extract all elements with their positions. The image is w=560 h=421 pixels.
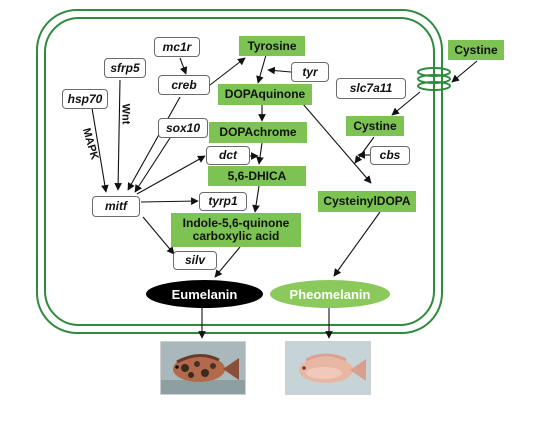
icca-line-2: carboxylic acid (192, 229, 280, 243)
metabolite-tyrosine: Tyrosine (239, 36, 305, 56)
arrow-mitf-dct (136, 155, 206, 195)
eumelanin-ellipse: Eumelanin (146, 280, 263, 308)
metabolite-cystine-intracellular: Cystine (346, 116, 404, 136)
icca-line-1: Indole-5,6-quinone (182, 216, 290, 230)
pink-fish-photo (285, 341, 371, 395)
arrow-mitf-silv (142, 216, 175, 255)
cell-membrane-outer (36, 9, 443, 334)
gene-mitf: mitf (92, 196, 140, 217)
pink-fish-icon (286, 342, 370, 394)
gene-creb: creb (158, 75, 210, 95)
gene-dct: dct (206, 146, 250, 165)
arrow-sox10-mitf (134, 137, 171, 193)
label-wnt: Wnt (119, 103, 132, 125)
arrow-dopaquinone-cysteinyldopa (302, 103, 372, 184)
transporter-coil (417, 67, 451, 91)
arrow-dhica-icca (252, 185, 260, 213)
gene-silv: silv (173, 251, 217, 270)
gene-slc7a11: slc7a11 (336, 78, 406, 99)
arrow-tyr-reaction (267, 66, 292, 75)
dark-fish-icon (161, 342, 245, 394)
arrow-mc1r-creb (179, 57, 188, 75)
pheomelanin-ellipse: Pheomelanin (270, 280, 390, 308)
metabolite-cystine-extracellular: Cystine (448, 40, 504, 60)
gene-mc1r: mc1r (154, 37, 200, 57)
gene-sox10: sox10 (158, 118, 208, 138)
gene-tyrp1: tyrp1 (199, 192, 247, 211)
dark-spotted-fish-photo (160, 341, 246, 395)
metabolite-dopachrome: DOPAchrome (209, 122, 307, 143)
arrow-creb-tyrosine (209, 57, 246, 86)
metabolite-dopaquinone: DOPAquinone (218, 84, 312, 105)
arrow-slc7a11-cystine (391, 91, 421, 116)
arrow-cystine-out-in (451, 60, 478, 83)
arrow-icca-eumelanin (214, 246, 241, 278)
arrow-sfrp5-mitf (114, 79, 122, 191)
arrow-dopachrome-dhica (256, 142, 264, 165)
gene-cbs: cbs (370, 146, 410, 165)
arrow-mitf-tyrp1 (140, 197, 199, 205)
cell-membrane-inner (44, 17, 435, 326)
arrow-hsp70-mitf (91, 107, 109, 193)
arrow-tyrosine-dopaquinone (256, 54, 267, 84)
gene-tyr: tyr (291, 62, 329, 82)
metabolite-dhica: 5,6-DHICA (208, 166, 306, 186)
metabolite-cysteinyldopa: CysteinylDOPA (318, 191, 416, 212)
gene-sfrp5: sfrp5 (104, 58, 146, 78)
metabolite-indole-quinone-carboxylic-acid: Indole-5,6-quinone carboxylic acid (171, 213, 301, 247)
arrow-cysteinyldopa-pheomelanin (333, 211, 381, 277)
arrow-creb-mitf (127, 96, 181, 191)
gene-hsp70: hsp70 (62, 89, 108, 109)
